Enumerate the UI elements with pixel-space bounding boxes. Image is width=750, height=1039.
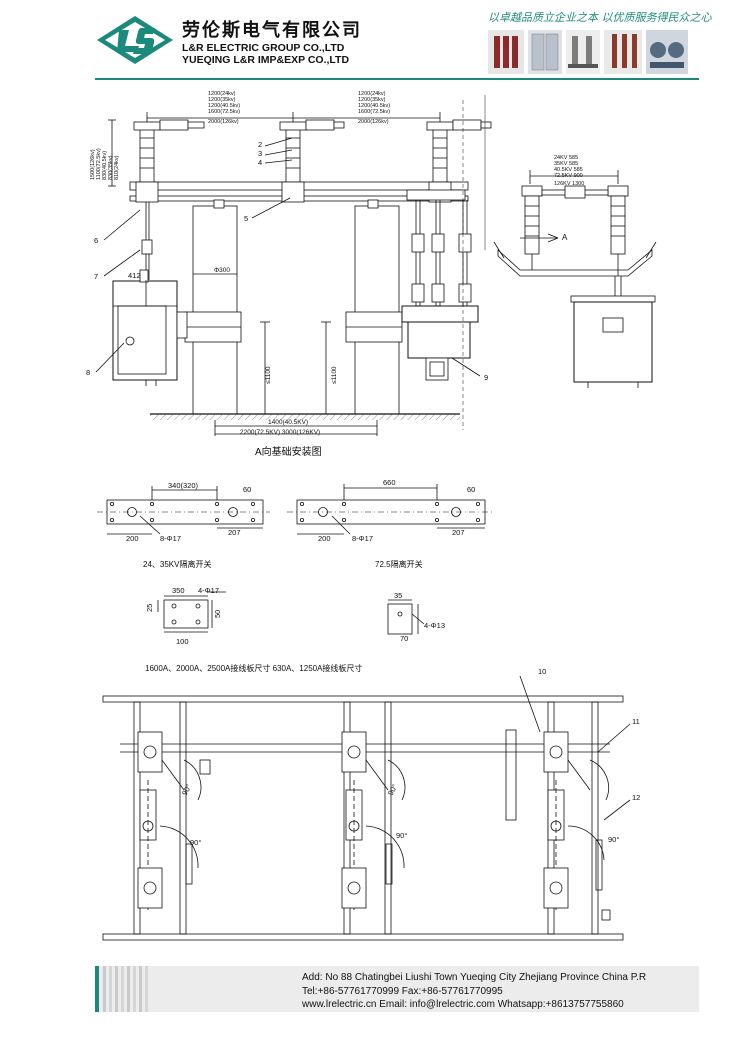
terminal-plate-right: [387, 599, 425, 635]
plate-right-dim-holes: 8-Φ17: [352, 534, 373, 543]
plate-right-dim-60: 60: [467, 485, 475, 494]
part-number-9: 9: [484, 373, 488, 382]
part-number-7: 7: [94, 272, 98, 281]
terminal-plate-left-labels: 350 4-Φ17 25 50 100: [145, 586, 222, 646]
bottom-plan-view: [102, 675, 631, 941]
page-header: 劳伦斯电气有限公司 L&R ELECTRIC GROUP CO.,LTD YUE…: [0, 0, 750, 84]
product-photo-strip: [488, 30, 688, 74]
terminal-right-dim-holes: 4-Φ13: [424, 621, 445, 630]
part-number-5: 5: [244, 214, 248, 223]
height-dim-2: 1100(72.5kv): [96, 148, 102, 180]
footer-web: www.lrelectric.cn Email: info@lrelectric…: [302, 999, 624, 1010]
terminal-plate-right-labels: 35 4-Φ13 70: [394, 591, 445, 643]
base-plate-right-labels: 660 60 200 8-Φ17 207: [318, 478, 475, 543]
height-dim-1: 1500(126kv): [90, 149, 96, 180]
company-name-en-1: L&R ELECTRIC GROUP CO.,LTD: [182, 42, 345, 54]
dim-base-2200: 2200(72.5KV) 3000(126KV): [240, 429, 320, 436]
side-dim-1: 24KV 585: [554, 155, 578, 161]
company-slogan: 以卓越品质立企业之本 以优质服务得民众之心: [488, 11, 712, 24]
front-part-numbers: 2 3 4 5 6 7 8 9 412: [86, 140, 488, 382]
terminal-left-dim-holes: 4-Φ17: [198, 586, 219, 595]
height-dim-3: 830(40.5kv): [102, 151, 108, 180]
technical-drawing: 1200(24kv) 1200(35kv) 1200(40.5kv) 1600(…: [86, 91, 657, 941]
dim-412: 412: [128, 271, 141, 280]
plate-left-dim-207: 207: [228, 528, 241, 537]
part-number-6: 6: [94, 236, 98, 245]
page-footer: Add: No 88 Chatingbei Liushi Town Yueqin…: [95, 966, 699, 1012]
footer-stripe-icon: [95, 966, 148, 1012]
height-dim-4: 830(35kv): [108, 155, 114, 180]
arrow-a-label: A: [562, 233, 568, 242]
company-logo-icon: [97, 16, 173, 64]
side-dim-3: 40.5KV 585: [554, 167, 583, 173]
base-plate-left-labels: 340(320) 60 200 8-Φ17 207: [126, 481, 251, 543]
plate-left-caption: 24、35KV隔离开关: [143, 559, 211, 569]
base-plate-right: [287, 484, 493, 535]
terminal-left-dim-350: 350: [172, 586, 185, 595]
company-name-block: 劳伦斯电气有限公司 L&R ELECTRIC GROUP CO.,LTD YUE…: [182, 16, 362, 66]
plate-left-dim-holes: 8-Φ17: [160, 534, 181, 543]
header-divider: [95, 78, 699, 80]
plate-left-dim-200: 200: [126, 534, 139, 543]
part-number-8: 8: [86, 368, 90, 377]
angle-label-3: 90°: [386, 783, 399, 797]
plate-right-dim-207: 207: [452, 528, 465, 537]
part-number-11: 11: [632, 717, 640, 726]
part-number-2: 2: [258, 140, 262, 149]
dim-left-5: 2000(126kv): [208, 119, 239, 125]
side-dim-4: 72.5KV 900: [554, 173, 583, 179]
footer-phone: Tel:+86-57761770999 Fax:+86-57761770995: [302, 986, 503, 997]
dim-right-4: 1600(72.5kv): [358, 109, 390, 115]
terminal-right-dim-35: 35: [394, 591, 402, 600]
company-name-cn: 劳伦斯电气有限公司: [182, 20, 362, 41]
angle-label-1: 90°: [180, 783, 193, 797]
part-number-10: 10: [538, 667, 546, 676]
angle-label-5: 90°: [608, 835, 619, 844]
part-number-12: 12: [632, 793, 640, 802]
dim-right-3: 1200(40.5kv): [358, 103, 390, 109]
dim-1100-right: ≤1100: [331, 366, 338, 384]
side-dim-2: 35KV 585: [554, 161, 578, 167]
part-number-4: 4: [258, 158, 262, 167]
front-elevation-view: [95, 95, 492, 436]
dim-base-1400: 1400(40.5KV): [268, 419, 308, 426]
terminal-right-dim-70: 70: [400, 634, 408, 643]
dim-left-1: 1200(24kv): [208, 91, 236, 97]
plate-left-dim-60: 60: [243, 485, 251, 494]
terminal-plate-left: [157, 591, 226, 633]
plate-right-dim-200: 200: [318, 534, 331, 543]
plate-right-dim-top: 660: [383, 478, 396, 487]
terminal-left-dim-100: 100: [176, 637, 189, 646]
dim-1100-left: ≤1100: [265, 366, 272, 384]
terminal-left-dim-25: 25: [145, 604, 154, 612]
plate-right-caption: 72.5隔离开关: [375, 559, 423, 569]
side-dim-5: 126KV 1300: [554, 181, 584, 187]
dim-right-5: 2000(126kv): [358, 119, 389, 125]
footer-address: Add: No 88 Chatingbei Liushi Town Yueqin…: [302, 972, 647, 983]
base-plate-left: [97, 486, 270, 535]
height-dim-5: 810(24kv): [114, 155, 120, 180]
dim-left-2: 1200(35kv): [208, 97, 236, 103]
terminal-caption: 1600A、2000A、2500A接线板尺寸 630A、1250A接线板尺寸: [145, 663, 362, 673]
angle-label-4: 90°: [396, 831, 407, 840]
dim-right-2: 1200(35kv): [358, 97, 386, 103]
terminal-left-dim-50: 50: [213, 610, 222, 618]
dim-left-3: 1200(40.5kv): [208, 103, 240, 109]
dim-right-1: 1200(24kv): [358, 91, 386, 97]
angle-label-2: 90°: [190, 838, 201, 847]
part-number-3: 3: [258, 149, 262, 158]
front-elevation-labels: 1200(24kv) 1200(35kv) 1200(40.5kv) 1600(…: [90, 91, 390, 180]
company-name-en-2: YUEQING L&R IMP&EXP CO.,LTD: [182, 54, 350, 66]
side-view-labels: 24KV 585 35KV 585 40.5KV 585 72.5KV 900 …: [554, 155, 584, 242]
bottom-plan-labels: 10 11 12 90° 90° 90° 90° 90°: [180, 667, 640, 847]
dim-phi-300: Φ300: [214, 267, 230, 274]
dim-left-4: 1600(72.5kv): [208, 109, 240, 115]
foundation-title: A向基础安装图: [255, 445, 322, 458]
side-view: [493, 170, 657, 388]
plate-left-dim-top: 340(320): [168, 481, 199, 490]
